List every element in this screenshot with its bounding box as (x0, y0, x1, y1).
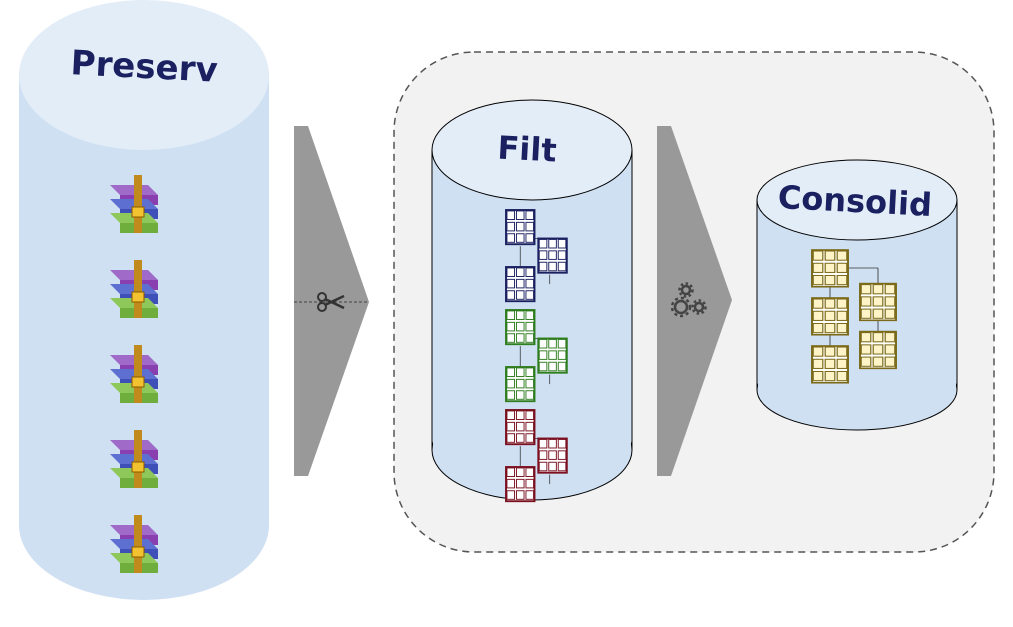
table-group-scaled (505, 209, 568, 303)
table-cluster (505, 409, 568, 503)
table-icon (505, 466, 535, 502)
table-group-scaled (505, 409, 568, 503)
table-icon (859, 331, 897, 369)
scissors-icon (317, 292, 345, 312)
table-cluster (505, 209, 568, 303)
table-wrapper (859, 282, 897, 322)
table-icon (537, 238, 568, 274)
filt-title: Filt (497, 128, 558, 169)
table-group (505, 209, 568, 303)
table-icon (505, 366, 535, 402)
consolid-title: Consolid (777, 178, 933, 224)
table-icon (811, 249, 849, 288)
table-frame (505, 366, 536, 403)
table-wrapper (811, 297, 849, 336)
table-icon (811, 345, 849, 384)
table-icon (505, 209, 535, 245)
table-frame (537, 237, 568, 274)
table-frame (811, 249, 849, 288)
table-wrapper (811, 345, 849, 384)
table-frame (505, 209, 536, 246)
table-frame (537, 437, 568, 474)
table-frame (859, 282, 897, 322)
consolidated-cluster (811, 249, 897, 384)
table-frame (859, 330, 897, 370)
table-icon (859, 283, 897, 321)
table-frame (505, 466, 536, 503)
table-frame (537, 337, 568, 374)
table-wrapper (811, 249, 849, 288)
table-group-scaled (505, 309, 568, 403)
table-wrapper (859, 330, 897, 370)
table-icon (537, 338, 568, 374)
table-frame (505, 409, 536, 446)
table-icon (505, 309, 535, 345)
consolid-cylinder: Consolid (756, 159, 958, 431)
filter-arrow (294, 126, 369, 476)
filtered-tables (505, 209, 568, 503)
table-icon (505, 266, 535, 302)
table-frame (505, 266, 536, 303)
filt-cylinder: Filt (431, 99, 633, 501)
process-arrow (657, 126, 732, 476)
preserv-title: Preserv (70, 43, 219, 91)
table-icon (811, 297, 849, 336)
table-frame (811, 297, 849, 336)
table-group (505, 409, 568, 503)
gears-icon (670, 282, 707, 318)
table-icon (505, 409, 535, 445)
consolidated-tables (811, 249, 897, 384)
table-frame (505, 309, 536, 346)
table-group (505, 309, 568, 403)
table-frame (811, 345, 849, 384)
table-icon (537, 438, 568, 474)
table-cluster (505, 309, 568, 403)
